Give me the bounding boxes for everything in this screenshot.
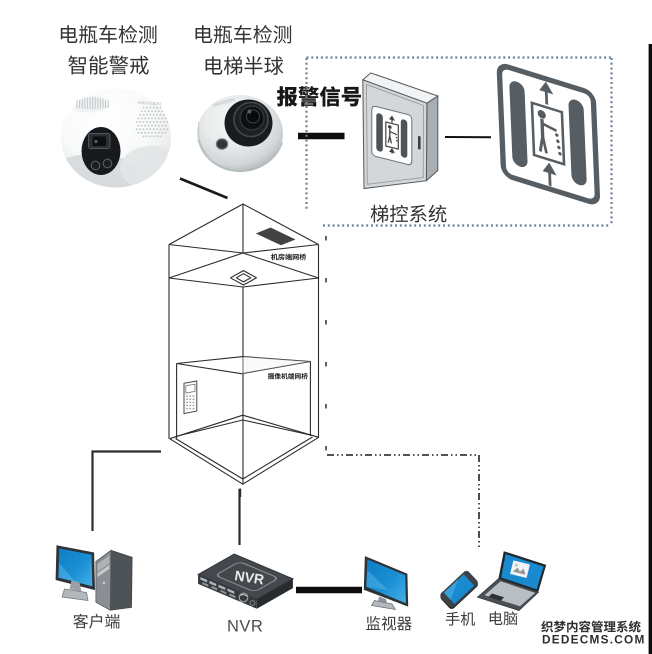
svg-text:DEDECMS.COM: DEDECMS.COM xyxy=(542,633,646,647)
svg-text:HIKVISION: HIKVISION xyxy=(212,97,235,108)
svg-text:DEDECMS.COM: DEDECMS.COM xyxy=(542,633,646,647)
svg-text:NVR: NVR xyxy=(234,567,266,587)
svg-text:NVR: NVR xyxy=(227,618,263,636)
svg-text:HIKVISION: HIKVISION xyxy=(138,100,161,107)
